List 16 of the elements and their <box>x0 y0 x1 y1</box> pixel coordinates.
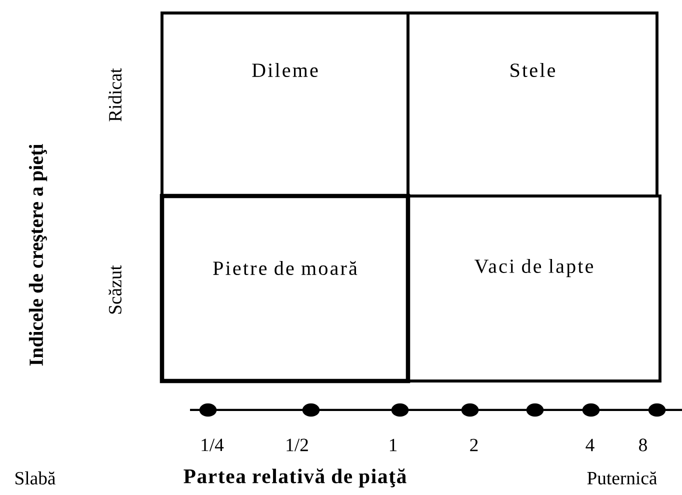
tick-label: 2 <box>470 438 478 452</box>
quadrant-box: Dileme <box>160 12 410 198</box>
axis-title: Indicele de creştere a pieţi <box>28 144 48 366</box>
tick-label: 4 <box>586 438 594 452</box>
axis-label: Slabă <box>16 471 56 485</box>
quadrant-box: Vaci de lapte <box>406 194 662 382</box>
axis-title: Partea relativă de piaţă <box>184 468 406 488</box>
tick-label: 1 <box>390 438 397 452</box>
quadrant-box: Stele <box>406 12 658 198</box>
tick-label: 1/2 <box>286 438 308 452</box>
axis-label: Puternică <box>587 472 657 484</box>
tick-label: 8 <box>639 438 647 452</box>
axis-label: Ridicat <box>108 68 122 122</box>
axis-label: Scăzut <box>108 265 122 314</box>
tick-label: 1/4 <box>202 438 224 452</box>
quadrant-box: Pietre de moară <box>160 194 410 384</box>
